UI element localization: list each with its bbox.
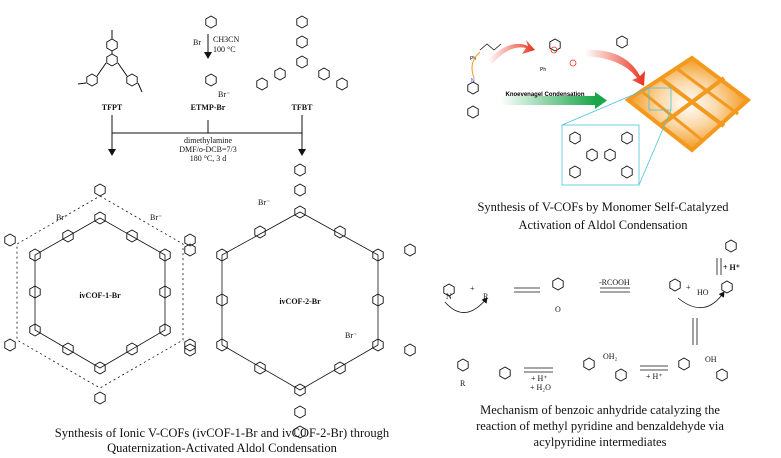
right-top-caption-line-1: Synthesis of V-COFs by Monomer Self-Cata… [477,200,729,214]
condition-temperature: 180 °C, 3 d [190,154,227,163]
left-caption-line-2: Quaternization-Activated Aldol Condensat… [107,441,338,455]
acylpyridinium-structure [549,38,577,67]
pyridine-n-label-mech: N [446,292,452,301]
carboxylate-o-label: O [555,305,561,314]
ivcof-2-label: ivCOF-2-Br [279,297,321,306]
right-top-caption-line-2: Activation of Aldol Condensation [518,218,688,232]
acyl-ph-label: Ph [540,67,546,73]
ethyl-bromide-label: Br [193,38,201,47]
mechanism-caption-line-3: acylpyridine intermediates [534,435,667,449]
benzaldehyde-structure [616,35,628,49]
green-arrow-head-icon [595,92,607,109]
left-caption-line-1: Synthesis of Ionic V-COFs (ivCOF-1-Br an… [55,426,390,440]
ivcof-1-framework [16,195,184,389]
etmp-bromide: Br⁻ [218,90,230,99]
anhydride-r-label: R [483,292,489,301]
etmp-label: ETMP-Br [191,103,226,112]
ivcof-2-bromide-1: Br⁻ [258,198,270,207]
ivcof-2-framework [221,211,379,391]
etmp-condition-1: CH3CN [213,35,239,44]
ivcof-1-label: ivCOF-1-Br [79,291,121,300]
etmp-structure [204,15,217,133]
inset-zoom [561,87,672,186]
plus-h-label-3: + H⁺ [646,372,663,381]
plus-h-label-1: + H⁺ [723,263,740,272]
anhydride-ph-label: Ph [470,56,476,62]
oh-label: OH [705,355,717,364]
ivcof-1-bromide-2: Br⁻ [150,213,162,222]
tfbt-structure [256,15,348,91]
condition-solvent: DMF/o-DCB=7/3 [179,145,236,154]
tfpt-structure [77,30,143,93]
reaction-arrows [108,115,306,156]
mechanism-caption-line-2: reaction of methyl pyridine and benzalde… [476,419,724,433]
etmp-condition-2: 100 °C [213,45,236,54]
red-curved-arrow-icon [585,49,645,86]
inset-vinylene-structure [569,131,633,179]
plus-h-label-2: + H⁺ [531,374,548,383]
ivcof-2-bromide-2: Br⁻ [345,331,357,340]
acyl-r-label: R [460,379,466,388]
tfpt-label: TFPT [102,103,123,112]
bipyridine-structure [467,81,479,119]
plus-h2o-label: + H₂O [530,383,551,392]
red-arrow-icon [488,40,535,64]
mech-plus-1: + [470,284,475,293]
ivcof-1-bromide-1: Br⁻ [56,213,68,222]
condition-base: dimethylamine [184,136,232,145]
equilibrium-arrows [444,258,725,373]
mech-plus-2: + [686,283,691,292]
pyridine-n-label: N [471,78,475,84]
electron-arrow-icon [471,51,481,79]
protonated-ho-label: HO [697,288,709,297]
oh2-label: OH₂ [603,352,618,361]
tfbt-label: TFBT [292,103,314,112]
green-arrow-shaft [500,96,595,105]
knoevenagel-label: Knoevenagel Condensation [505,92,584,98]
cof-3d-model [624,55,752,153]
mechanism-caption-line-1: Mechanism of benzoic anhydride catalyzin… [480,403,720,417]
minus-rcooh-label: -RCOOH [599,278,630,287]
mechanism-structures [443,239,737,382]
anhydride-structure [479,43,502,51]
